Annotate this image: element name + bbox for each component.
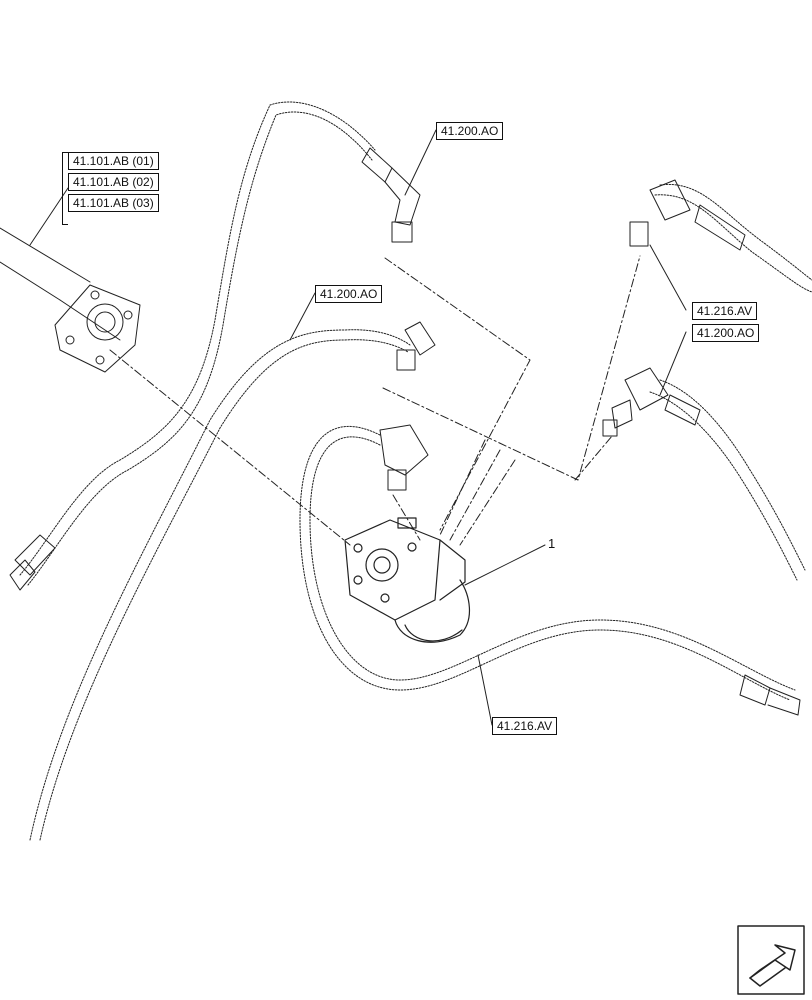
callout-number: 1 bbox=[548, 536, 556, 551]
hose-right-upper bbox=[654, 183, 812, 293]
hose-left-long bbox=[19, 101, 376, 586]
ref-top-center[interactable]: 41.200.AO bbox=[436, 122, 504, 140]
fitting-right-lower bbox=[602, 367, 701, 437]
ref-41-101-ab-02[interactable]: 41.101.AB (02) bbox=[68, 173, 159, 191]
hose-left-end-fitting bbox=[9, 534, 56, 591]
ref-41-101-ab-01[interactable]: 41.101.AB (01) bbox=[68, 152, 159, 170]
stack-bracket bbox=[62, 152, 68, 225]
hose-lower-right-end bbox=[739, 674, 801, 716]
fitting-lower-center bbox=[379, 424, 429, 491]
leader-lines bbox=[29, 129, 687, 726]
ref-right-lower[interactable]: 41.200.AO bbox=[692, 324, 760, 342]
ref-41-101-ab-03[interactable]: 41.101.AB (03) bbox=[68, 194, 159, 212]
fitting-top-center bbox=[361, 147, 421, 243]
ref-bottom-center[interactable]: 41.216.AV bbox=[492, 717, 558, 735]
cylinder-tube bbox=[0, 227, 121, 341]
fitting-left-center bbox=[396, 321, 436, 371]
hose-lower-loop bbox=[299, 425, 796, 701]
fitting-right-upper bbox=[629, 179, 746, 251]
hose-left-center bbox=[29, 329, 411, 841]
hose-right-lower bbox=[649, 379, 806, 581]
reference-stack: 41.101.AB (01) 41.101.AB (02) 41.101.AB … bbox=[62, 152, 159, 225]
next-page-arrow-icon[interactable] bbox=[737, 925, 805, 995]
connector-lines bbox=[109, 255, 641, 546]
flange-fitting bbox=[54, 284, 141, 373]
ref-left-center[interactable]: 41.200.AO bbox=[315, 285, 383, 303]
ref-right-upper[interactable]: 41.216.AV bbox=[692, 302, 758, 320]
steering-unit bbox=[344, 517, 471, 643]
